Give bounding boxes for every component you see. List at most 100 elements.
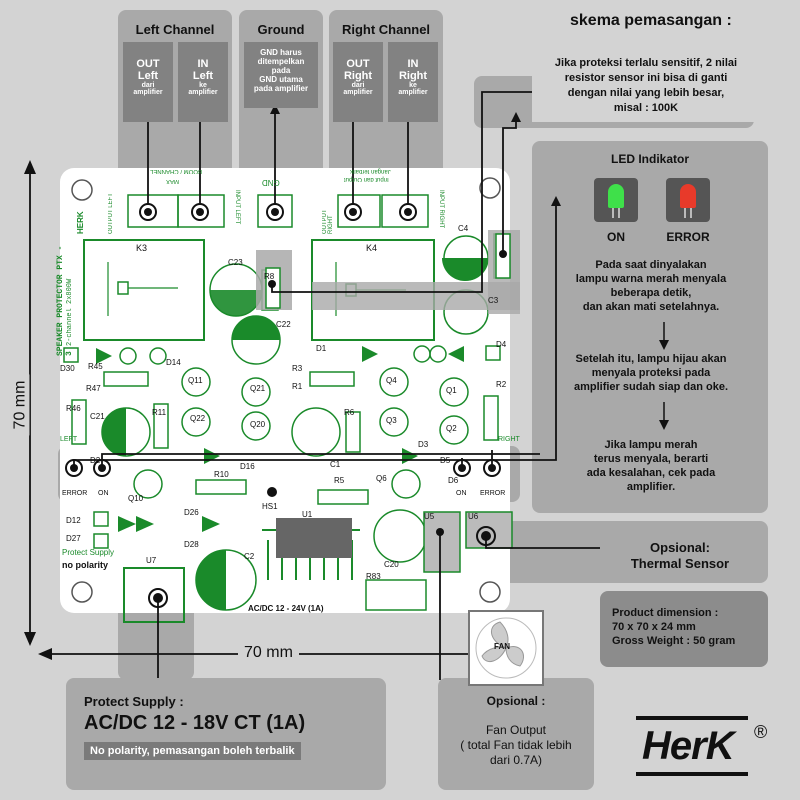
red-led-leg (684, 208, 686, 218)
thermal-panel (492, 521, 768, 583)
pcb-component-label: D4 (496, 340, 507, 349)
pcb-component-label: D3 (418, 440, 429, 449)
fan-icon: FAN (468, 610, 544, 686)
pcb-right-label: RIGHT (498, 436, 520, 443)
supply-panel (66, 678, 386, 790)
pcb-component-label: R45 (88, 362, 103, 371)
ground-l1: GND harus (260, 48, 302, 57)
led-para-1: Pada saat dinyalakan lampu warna merah m… (540, 258, 762, 314)
led-p1-l1: Pada saat dinyalakan (595, 259, 707, 271)
pcb-component-label: Q3 (386, 416, 397, 425)
pcb-component-label: D12 (66, 516, 81, 525)
led-para-2: Setelah itu, lampu hijau akan menyala pr… (540, 352, 762, 394)
pcb-mirror-1: BOOM / CHANNEL (150, 168, 203, 174)
led-p3-l1: Jika lampu merah (604, 439, 698, 451)
right-in-l4: amplifier (398, 89, 428, 96)
red-led-leg-2 (690, 208, 692, 218)
green-led-icon (608, 184, 624, 208)
thermal-l2: Thermal Sensor (630, 556, 730, 571)
led-p3-l4: amplifier. (626, 481, 676, 493)
pcb-component-label: R8 (264, 272, 275, 281)
led-p3-l2: terus menyala, berarti (593, 453, 709, 465)
pcb-component-label: C1 (330, 460, 341, 469)
pcb-component-label: Q20 (250, 420, 266, 429)
left-out-l3: dari (141, 82, 155, 89)
pcb-protect-supply: Protect Supply (62, 548, 115, 557)
led-error-label: ERROR (666, 230, 710, 244)
pcb-component-label: D28 (184, 540, 199, 549)
pcb-in-left: INPUT LEFT (228, 190, 240, 234)
pcb-component-label: U1 (302, 510, 313, 519)
pcb-component-label: R46 (66, 404, 81, 413)
pcb-component-label: D26 (184, 508, 199, 517)
pcb-mirror-3: Input dan Output (344, 176, 389, 182)
pcb-component-label: U7 (146, 556, 157, 565)
left-in-l3: ke (199, 82, 207, 89)
brand-registered: ® (754, 722, 768, 742)
led-p1-l3: beberapa detik, (610, 287, 692, 299)
brand-logo: HerK (636, 712, 756, 778)
pcb-component-label: HS1 (262, 502, 278, 511)
resistor-note-box (532, 46, 760, 122)
pcb-in-right-text: INPUT RIGHT (438, 190, 444, 229)
right-channel-title: Right Channel (341, 22, 431, 37)
fan-blades-icon (475, 617, 537, 679)
thermal-label: Opsional: Thermal Sensor (600, 540, 760, 572)
supply-main: AC/DC 12 - 18V CT (1A) (84, 712, 306, 734)
ground-title: Ground (257, 22, 305, 37)
pcb-out-right: OUTPUT RIGHT (322, 190, 334, 234)
fan-l3: ( total Fan tidak lebih (460, 738, 572, 752)
pcb-label-k3: K3 (136, 243, 148, 253)
fan-l2: Fan Output (485, 723, 547, 737)
product-l3: Gross Weight : 50 gram (612, 635, 736, 647)
ground-l4: GND utama (259, 75, 303, 84)
left-channel-title: Left Channel (135, 22, 215, 37)
pcb-component-label: D30 (60, 364, 75, 373)
ground-l2: ditempelkan (257, 57, 305, 66)
pcb-out-left: OUTPUT LEFT (108, 190, 120, 234)
led-p1-l4: dan akan mati setelahnya. (582, 301, 720, 313)
led-p1-l2: lampu warna merah menyala (575, 273, 727, 285)
pcb-component-label: Q6 (376, 474, 387, 483)
right-in-l3: ke (409, 82, 417, 89)
pcb-component-label: D5 (440, 456, 451, 465)
right-in-box: IN Right ke amplifier (388, 42, 438, 122)
pcb-in-left-text: INPUT LEFT (234, 190, 240, 225)
pcb-component-label: R11 (152, 408, 167, 417)
led-p2-l1: Setelah itu, lampu hijau akan (575, 353, 727, 365)
right-in-l2: Right (398, 70, 428, 82)
pcb-component-label: D16 (240, 462, 255, 471)
pcb-no-polarity: no polarity (62, 560, 109, 570)
resistor-note: Jika proteksi terlalu sensitif, 2 nilai … (532, 56, 760, 116)
supply-note: No polarity, pemasangan boleh terbalik (84, 742, 301, 760)
led-p3-l3: ada kesalahan, cek pada (586, 467, 716, 479)
pcb-component-label: C4 (458, 224, 469, 233)
pcb-on-right: ON (456, 490, 467, 497)
left-in-l4: amplifier (188, 89, 218, 96)
left-out-l4: amplifier (133, 89, 163, 96)
brand-name: HerK (642, 724, 735, 768)
pcb-component-label: Q4 (386, 376, 397, 385)
ground-box: GND harus ditempelkan pada GND utama pad… (244, 42, 318, 108)
pcb-mirror-4: Jangan terbalik (350, 168, 391, 174)
pcb-component-label: Q1 (446, 386, 457, 395)
fan-icon-label: FAN (494, 642, 510, 651)
pcb-component-label: U6 (468, 512, 479, 521)
brand-bars (636, 716, 748, 720)
resistor-note-l2: resistor sensor ini bisa di ganti (564, 72, 728, 84)
led-indicator-panel (532, 141, 768, 513)
left-in-l1: IN (197, 58, 209, 70)
green-led-leg-2 (618, 208, 620, 218)
led-panel-title: LED Indikator (610, 152, 689, 166)
left-out-l1: OUT (136, 58, 160, 70)
pcb-component-label: C21 (90, 412, 105, 421)
right-out-l3: dari (351, 82, 365, 89)
pcb-component-label: D1 (316, 344, 327, 353)
thermal-l1: Opsional: (650, 540, 710, 555)
pcb-component-label: C2 (244, 552, 255, 561)
pcb-board-name-3: HERK (76, 200, 88, 234)
right-out-box: OUT Right dari amplifier (333, 42, 383, 122)
brand-bars-bottom (636, 772, 748, 776)
pcb-in-right: INPUT RIGHT (432, 190, 444, 234)
diagram-title: skema pemasangan : (570, 12, 732, 29)
